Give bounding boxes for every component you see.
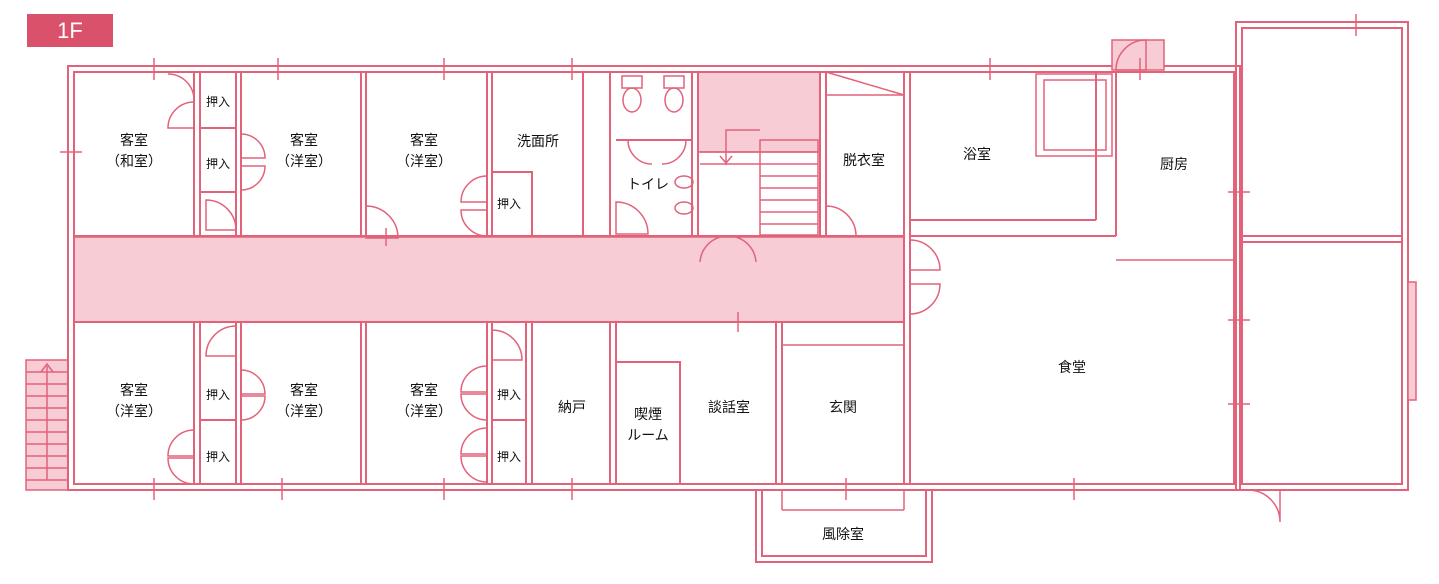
toilet-label: トイレ xyxy=(627,177,669,193)
guest-room-5-type: （洋室） xyxy=(276,403,332,420)
entrance-label: 玄関 xyxy=(829,399,857,416)
guest-room-2-type: （洋室） xyxy=(276,153,332,170)
guest-room-3-type: （洋室） xyxy=(396,153,452,170)
guest-room-2-title: 客室 xyxy=(290,132,318,149)
toilet-fixtures xyxy=(621,75,694,215)
closet-label: 押入 xyxy=(206,95,230,109)
guest-room-6-type: （洋室） xyxy=(396,403,452,420)
dressing-room-label: 脱衣室 xyxy=(843,152,885,169)
closet-label: 押入 xyxy=(206,450,230,464)
corridor xyxy=(73,236,905,323)
closet-label: 押入 xyxy=(497,450,521,464)
lounge-label: 談話室 xyxy=(708,399,750,416)
guest-room-4-type: （洋室） xyxy=(106,403,162,420)
windbreak-room-label: 風除室 xyxy=(822,526,864,543)
outer-walls xyxy=(67,21,1417,491)
bathroom-label: 浴室 xyxy=(963,146,991,163)
guest-room-1-type: （和室） xyxy=(106,153,162,170)
closet-label: 押入 xyxy=(206,388,230,402)
washroom-label: 洗面所 xyxy=(517,134,559,150)
storage-room-label: 納戸 xyxy=(558,400,586,416)
stairs-outside xyxy=(25,359,69,491)
guest-room-6-title: 客室 xyxy=(410,382,438,399)
closet-label: 押入 xyxy=(206,157,230,171)
closet-label: 押入 xyxy=(497,388,521,402)
smoking-room-label-2: ルーム xyxy=(627,428,669,444)
guest-room-1-title: 客室 xyxy=(120,132,148,149)
guest-room-3-title: 客室 xyxy=(410,132,438,149)
kitchen-label: 厨房 xyxy=(1160,157,1188,173)
window-marks xyxy=(60,14,1357,500)
stairs-main xyxy=(700,129,819,236)
doors xyxy=(167,39,1281,523)
partitions xyxy=(74,71,1402,563)
guest-room-5-title: 客室 xyxy=(290,382,318,399)
closet-label: 押入 xyxy=(497,197,521,211)
smoking-room-label-1: 喫煙 xyxy=(634,407,662,423)
floor-badge: 1F xyxy=(27,14,113,47)
dining-room-label: 食堂 xyxy=(1058,359,1086,376)
guest-room-4-title: 客室 xyxy=(120,382,148,399)
